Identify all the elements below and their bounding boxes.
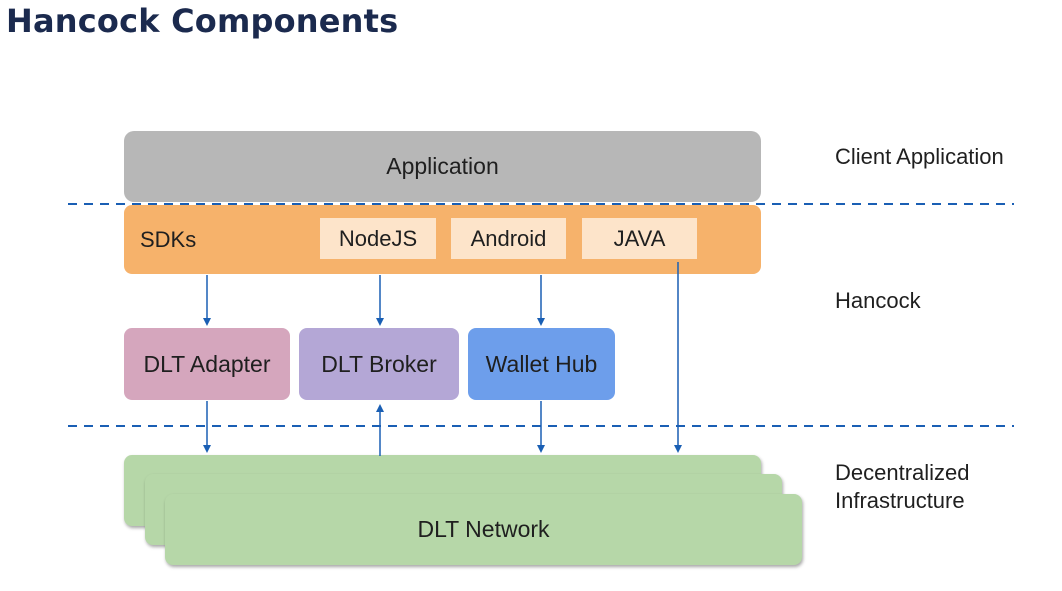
- layer-label-client: Client Application: [835, 144, 1004, 169]
- layer-label-decentralized: Decentralized Infrastructure: [835, 459, 970, 515]
- dlt-network-box: DLT Network: [165, 494, 802, 565]
- layer-label-decentralized-line1: Decentralized: [835, 460, 970, 485]
- sdk-java-chip: JAVA: [582, 218, 697, 259]
- sdk-nodejs-label: NodeJS: [338, 225, 418, 251]
- wallet-hub-box: Wallet Hub: [468, 328, 615, 400]
- sdk-nodejs-chip: NodeJS: [320, 218, 436, 259]
- application-label: Application: [386, 153, 499, 179]
- dlt-adapter-box: DLT Adapter: [124, 328, 290, 400]
- page-title: Hancock Components: [6, 2, 399, 40]
- sdk-android-label: Android: [470, 225, 547, 251]
- sdks-label: SDKs: [140, 226, 197, 252]
- dlt-broker-box: DLT Broker: [299, 328, 459, 400]
- dlt-broker-label: DLT Broker: [321, 350, 437, 377]
- application-box: Application: [124, 131, 761, 202]
- wallet-hub-label: Wallet Hub: [485, 350, 598, 377]
- layer-label-hancock: Hancock: [835, 288, 921, 313]
- sdk-java-label: JAVA: [613, 225, 666, 251]
- dlt-adapter-label: DLT Adapter: [143, 350, 271, 377]
- layer-label-decentralized-line2: Infrastructure: [835, 488, 965, 513]
- sdk-android-chip: Android: [451, 218, 566, 259]
- dlt-network-label: DLT Network: [417, 516, 550, 542]
